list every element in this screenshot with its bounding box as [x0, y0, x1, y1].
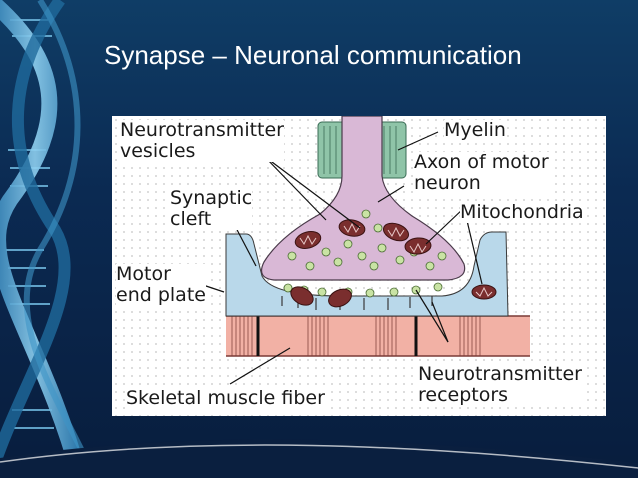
label-skeletal-muscle-fiber: Skeletal muscle fiber	[126, 387, 325, 409]
leader-lines	[187, 131, 483, 385]
skeletal-muscle-fiber-shape	[226, 315, 530, 357]
label-mitochondria: Mitochondria	[460, 201, 584, 223]
bottom-wave-decoration	[0, 439, 638, 478]
mitochondria-shape	[290, 219, 497, 308]
label-neurotransmitter-receptors: Neurotransmitter receptors	[418, 363, 582, 406]
synapse-illustration	[187, 116, 530, 385]
mitochondria-cristae	[299, 222, 493, 297]
myelin-shape	[317, 121, 407, 179]
label-axon-of-motor-neuron: Axon of motor neuron	[414, 151, 549, 194]
synapse-diagram: Neurotransmitter vesicles Myelin Axon of…	[112, 116, 606, 416]
neurotransmitter-vesicles-shape	[287, 209, 447, 271]
dna-helix-decoration	[0, 0, 98, 478]
label-myelin: Myelin	[444, 119, 506, 141]
label-neurotransmitter-vesicles: Neurotransmitter vesicles	[120, 119, 284, 162]
label-synaptic-cleft: Synaptic cleft	[170, 187, 253, 230]
label-motor-end-plate: Motor end plate	[116, 263, 206, 306]
slide-title: Synapse – Neuronal communication	[104, 40, 522, 70]
